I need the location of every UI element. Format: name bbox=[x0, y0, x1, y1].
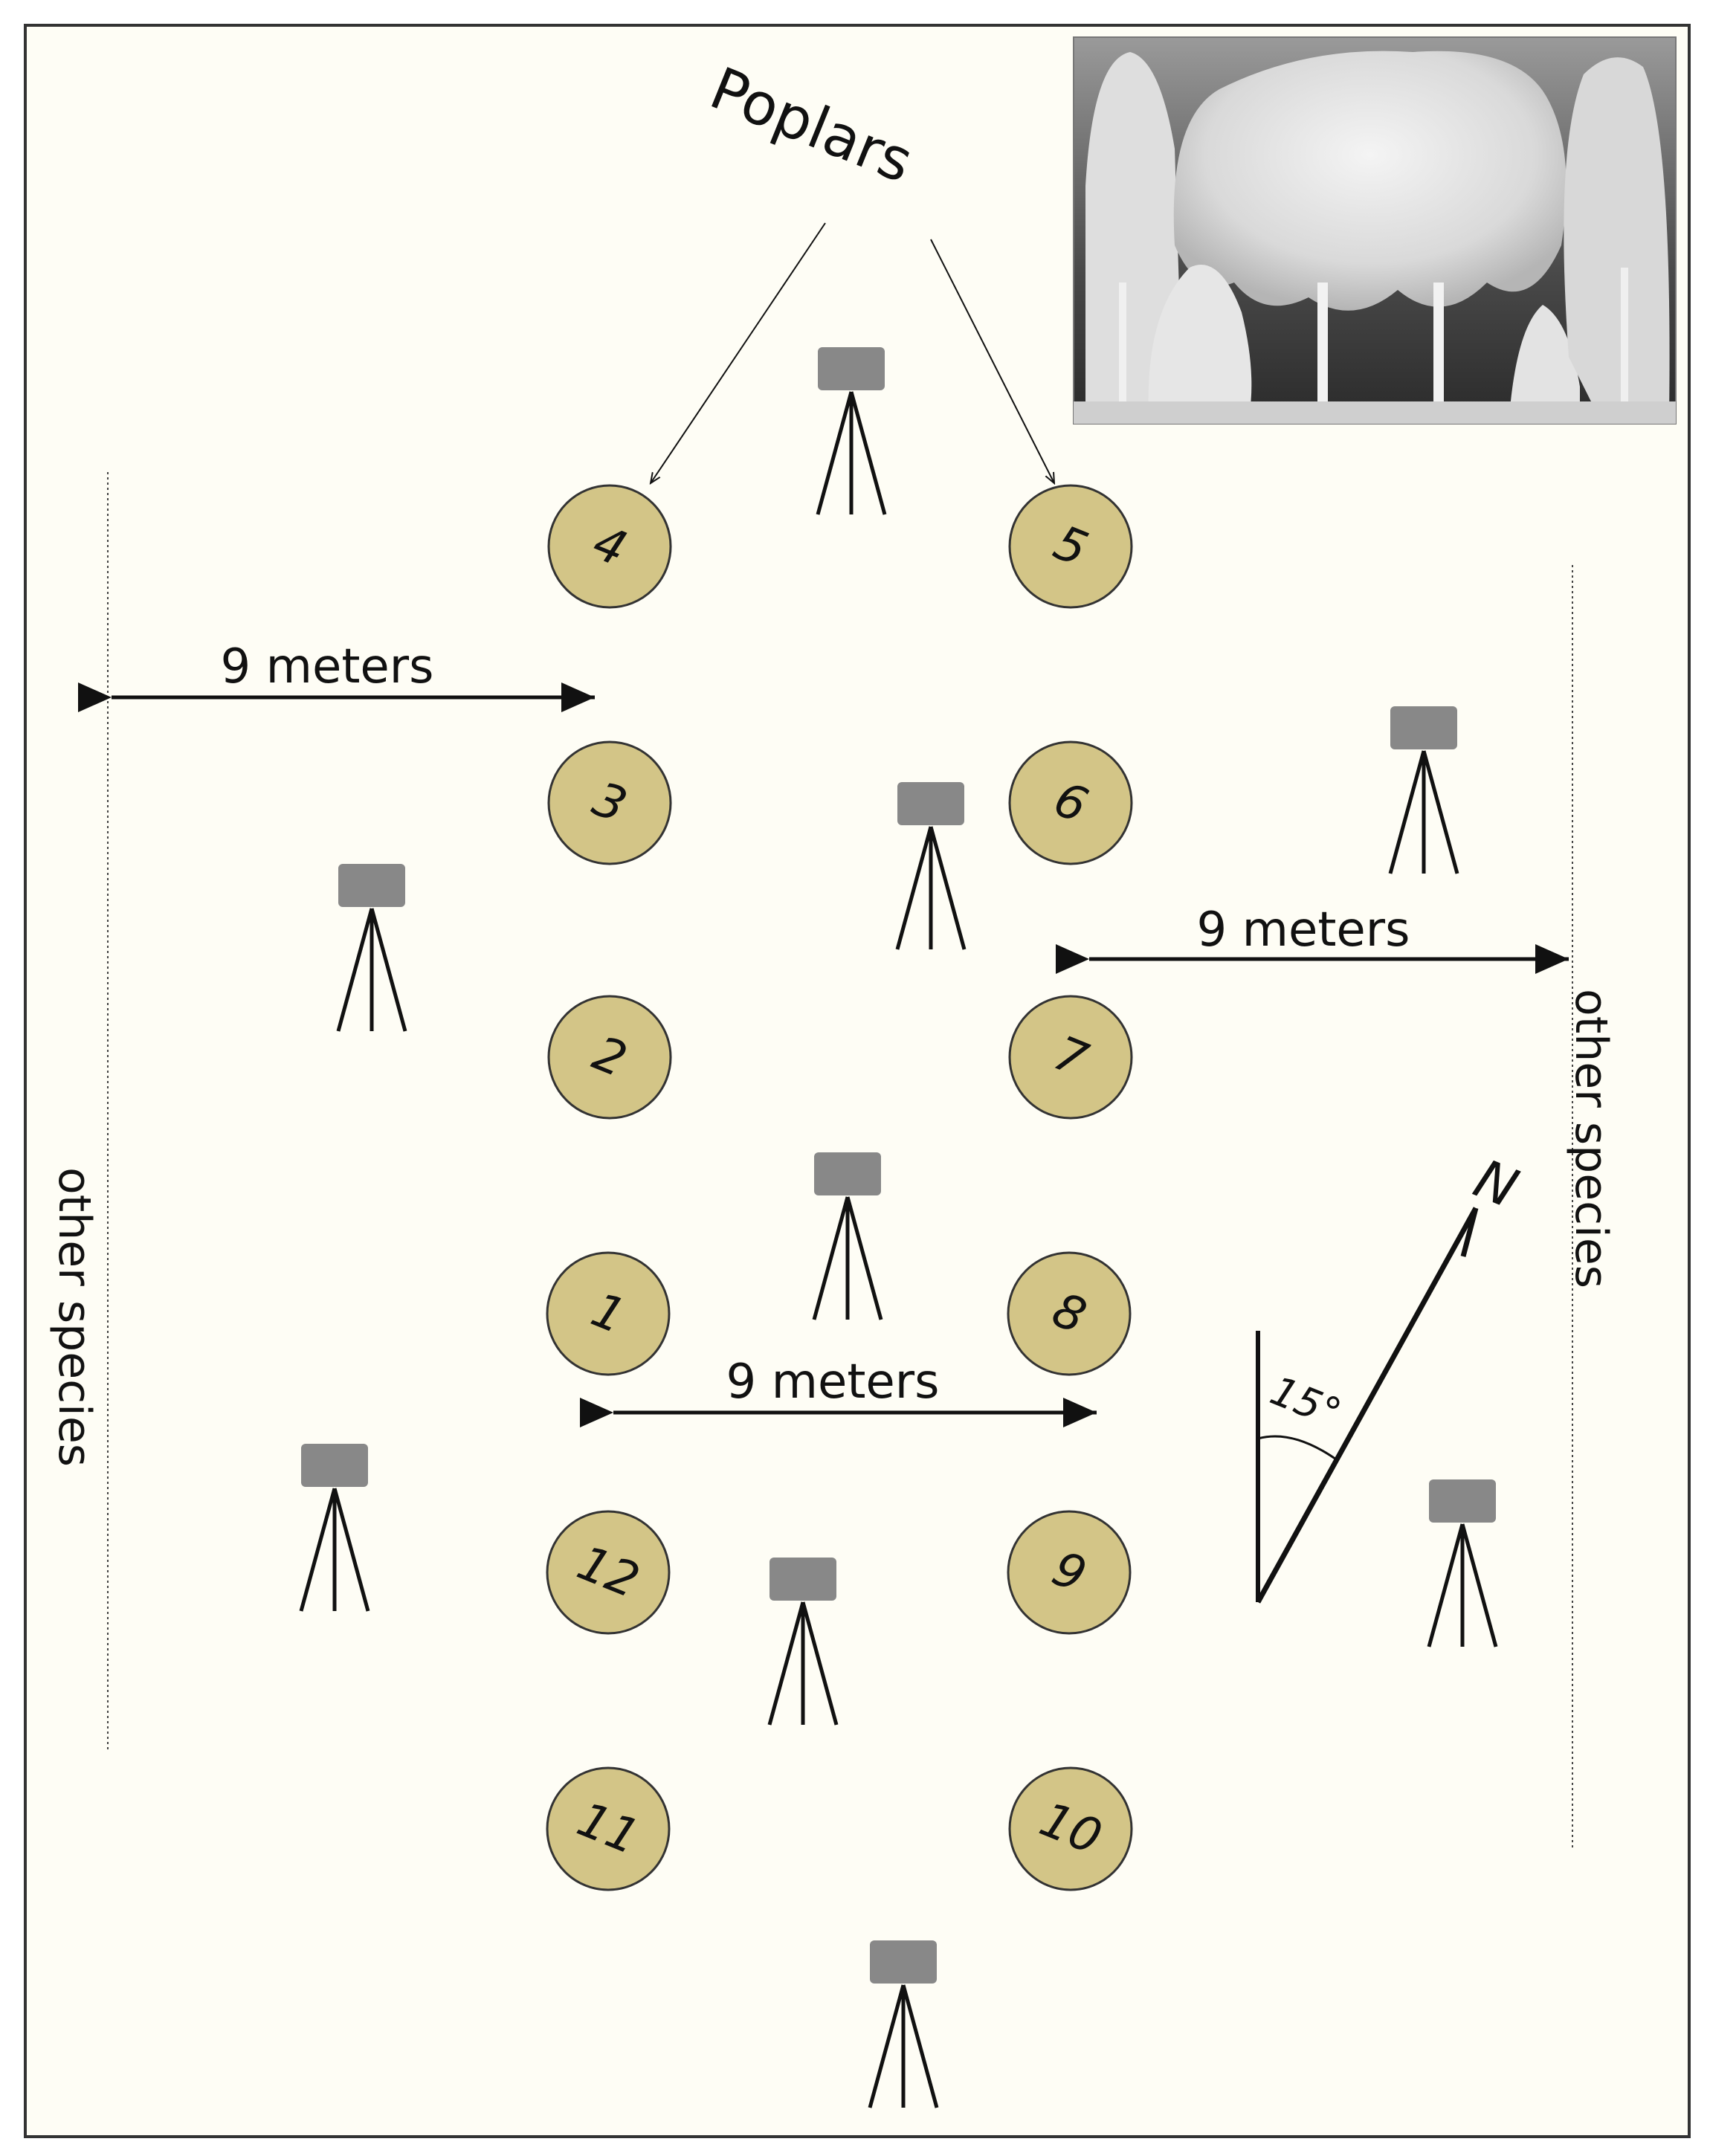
tree-circle bbox=[546, 1510, 671, 1635]
tree-12: 12 bbox=[546, 1510, 671, 1635]
tree-circle bbox=[546, 1766, 671, 1891]
angle-arc bbox=[1257, 1435, 1339, 1462]
tree-circle bbox=[1007, 1251, 1132, 1376]
north-indicator bbox=[1255, 1207, 1479, 1604]
distance-label-middle: 9 meters bbox=[726, 1355, 940, 1410]
tree-3: 3 bbox=[547, 740, 672, 865]
poplars-arrow-left bbox=[651, 222, 826, 483]
tree-circle bbox=[547, 484, 672, 609]
point-cloud-inset bbox=[1073, 36, 1677, 425]
distance-label-left: 9 meters bbox=[221, 639, 434, 694]
other-species-left-label: other species bbox=[48, 1167, 100, 1467]
tree-circle bbox=[1008, 740, 1133, 865]
tree-6: 6 bbox=[1008, 740, 1133, 865]
scanner-tripod-icon bbox=[816, 347, 887, 515]
tree-circle bbox=[547, 995, 672, 1120]
tree-1: 1 bbox=[546, 1251, 671, 1376]
tree-10: 10 bbox=[1008, 1766, 1133, 1891]
scanner-tripod-icon bbox=[336, 864, 407, 1032]
scanner-tripod-icon bbox=[299, 1444, 370, 1612]
distance-label-right: 9 meters bbox=[1197, 903, 1410, 958]
scanner-tripod-icon bbox=[767, 1558, 839, 1726]
tree-4: 4 bbox=[547, 484, 672, 609]
scanner-tripod-icon bbox=[812, 1152, 883, 1320]
tree-circle bbox=[547, 740, 672, 865]
tree-9: 9 bbox=[1007, 1510, 1132, 1635]
scanner-tripods bbox=[299, 347, 1498, 2108]
other-species-right-label: other species bbox=[1565, 989, 1617, 1288]
scanner-tripod-icon bbox=[1427, 1479, 1498, 1647]
tree-5: 5 bbox=[1008, 484, 1133, 609]
scanner-tripod-icon bbox=[868, 1940, 939, 2108]
scanner-tripod-icon bbox=[1388, 706, 1459, 874]
tree-2: 2 bbox=[547, 995, 672, 1120]
tree-11: 11 bbox=[546, 1766, 671, 1891]
tree-circle bbox=[546, 1251, 671, 1376]
tree-8: 8 bbox=[1007, 1251, 1132, 1376]
poplar-trees: 4 5 3 6 2 7 1 8 12 9 11 10 bbox=[546, 484, 1133, 1891]
poplars-arrow-right bbox=[930, 239, 1054, 483]
scanner-tripod-icon bbox=[895, 782, 967, 950]
tree-circle bbox=[1007, 1510, 1132, 1635]
tree-circle bbox=[1008, 995, 1133, 1120]
tree-7: 7 bbox=[1008, 995, 1133, 1120]
tree-circle bbox=[1008, 1766, 1133, 1891]
tree-circle bbox=[1008, 484, 1133, 609]
